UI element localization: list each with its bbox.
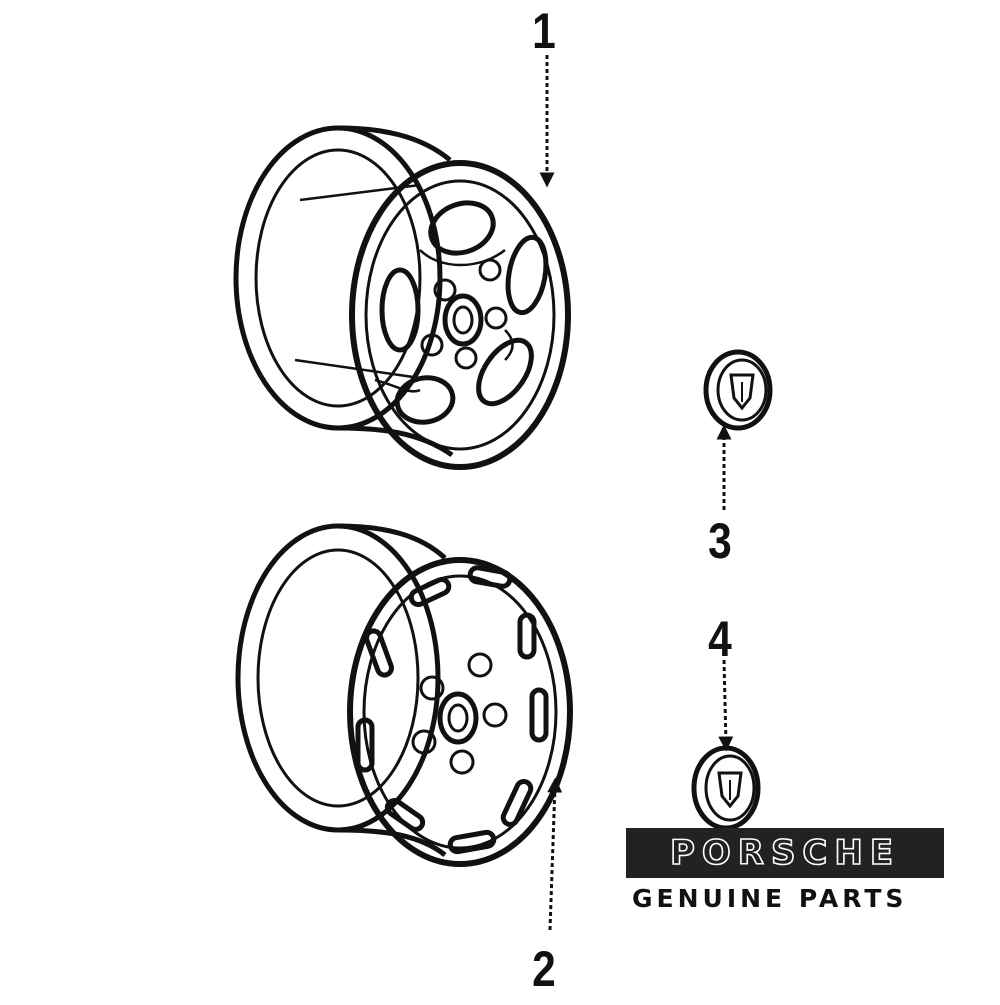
porsche-wordmark: PORSCHE xyxy=(669,832,901,874)
wheel-1-drawing xyxy=(233,125,571,470)
callout-3: 3 xyxy=(708,513,732,569)
callout-2: 2 xyxy=(532,941,556,997)
center-cap-4-drawing xyxy=(691,745,761,831)
leader-line-2 xyxy=(547,777,563,931)
callout-4: 4 xyxy=(708,611,732,667)
porsche-logo-band: PORSCHE xyxy=(626,828,944,878)
center-cap-3-drawing xyxy=(703,349,773,431)
leader-line-4 xyxy=(718,659,734,752)
callout-1: 1 xyxy=(532,3,556,59)
wheel-2-drawing xyxy=(235,523,573,867)
genuine-parts-tagline: GENUINE PARTS xyxy=(632,884,908,913)
